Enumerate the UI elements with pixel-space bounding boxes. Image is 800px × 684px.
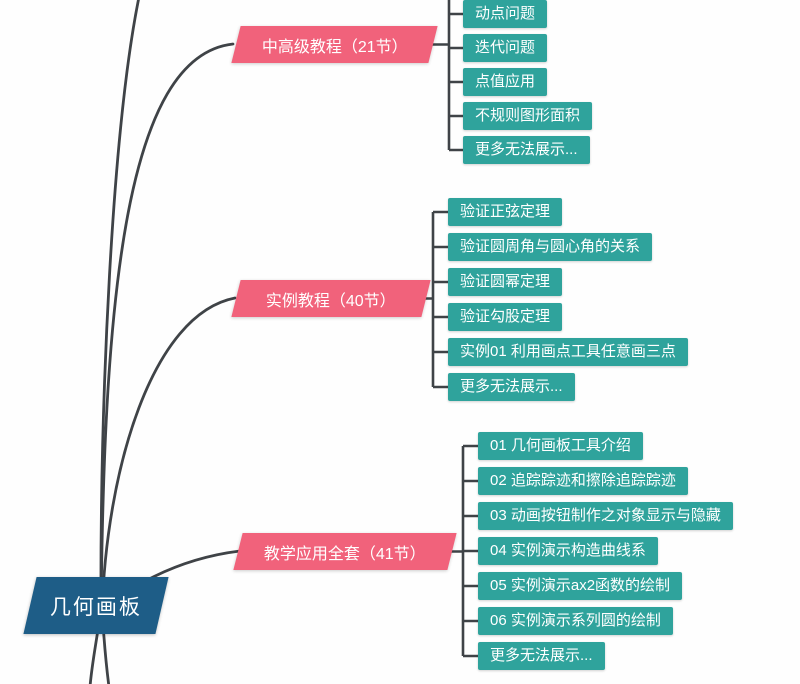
topic-node[interactable]: 验证圆周角与圆心角的关系 xyxy=(448,233,653,261)
connector-curve-branch-1 xyxy=(99,42,235,616)
root-node-label: 几何画板 xyxy=(50,595,142,619)
branch-2-children-group: 验证正弦定理 验证圆周角与圆心角的关系 验证圆幂定理 验证勾股定理 实例01 利… xyxy=(448,198,688,401)
topic-node-more[interactable]: 更多无法展示... xyxy=(448,373,575,401)
bracket-branch-2 xyxy=(421,210,448,389)
topic-node-more[interactable]: 更多无法展示... xyxy=(463,136,590,164)
branch-node-label: 实例教程（40节） xyxy=(266,292,396,310)
branch-node-intermediate-advanced[interactable]: 中高级教程（21节） xyxy=(231,26,438,63)
topic-node[interactable]: 动点问题 xyxy=(463,0,548,28)
topic-node[interactable]: 验证圆幂定理 xyxy=(448,268,563,296)
branch-node-label: 中高级教程（21节） xyxy=(261,38,408,56)
topic-node[interactable]: 不规则图形面积 xyxy=(463,102,593,130)
topic-node[interactable]: 实例01 利用画点工具任意画三点 xyxy=(448,338,688,366)
connector-curve-offscreen-top xyxy=(99,0,140,616)
topic-node[interactable]: 06 实例演示系列圆的绘制 xyxy=(478,607,673,635)
topic-node[interactable]: 验证勾股定理 xyxy=(448,303,563,331)
branch-3-children-group: 01 几何画板工具介绍 02 追踪踪迹和擦除追踪踪迹 03 动画按钮制作之对象显… xyxy=(478,432,733,670)
branch-1-children-group: 动点问题 迭代问题 点值应用 不规则图形面积 更多无法展示... xyxy=(463,0,593,164)
branch-node-label: 教学应用全套（41节） xyxy=(264,545,426,563)
bracket-branch-1 xyxy=(428,0,463,152)
topic-node[interactable]: 02 追踪踪迹和擦除追踪踪迹 xyxy=(478,467,688,495)
connector-curve-branch-2 xyxy=(100,296,237,616)
topic-node[interactable]: 05 实例演示ax2函数的绘制 xyxy=(478,572,683,600)
topic-node-more[interactable]: 更多无法展示... xyxy=(478,642,605,670)
topic-node[interactable]: 迭代问题 xyxy=(463,34,548,62)
topic-node[interactable]: 03 动画按钮制作之对象显示与隐藏 xyxy=(478,502,733,530)
topic-node[interactable]: 04 实例演示构造曲线系 xyxy=(478,537,658,565)
branch-node-teaching-suite[interactable]: 教学应用全套（41节） xyxy=(233,533,457,570)
topic-node[interactable]: 点值应用 xyxy=(463,68,548,96)
bracket-branch-3 xyxy=(446,444,478,658)
branch-node-examples[interactable]: 实例教程（40节） xyxy=(231,280,431,317)
topic-node[interactable]: 01 几何画板工具介绍 xyxy=(478,432,643,460)
root-node[interactable]: 几何画板 xyxy=(23,577,169,634)
topic-node[interactable]: 验证正弦定理 xyxy=(448,198,563,226)
